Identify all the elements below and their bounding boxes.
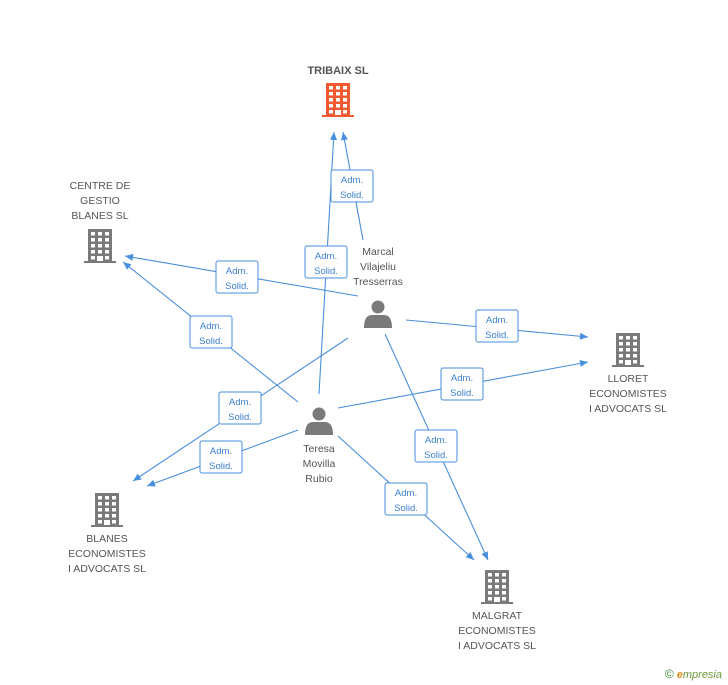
edge-label-text: Solid.	[228, 412, 252, 423]
edge-label-text: Adm.	[395, 488, 417, 499]
arrowhead-icon	[481, 551, 488, 560]
edge-label-frame	[199, 440, 243, 474]
edge-label-text: Adm.	[451, 373, 473, 384]
node-label: Tresserras	[353, 276, 403, 288]
edge-label-text: Solid.	[314, 266, 338, 277]
node-label: Movilla	[303, 458, 336, 470]
node-label: I ADVOCATS SL	[68, 563, 146, 575]
edge-label-box[interactable]: Adm. Solid.	[218, 391, 262, 425]
node-label: Rubio	[305, 473, 333, 485]
arrowhead-icon	[330, 132, 338, 141]
arrowhead-icon	[125, 253, 134, 261]
arrowhead-icon	[465, 552, 474, 560]
edge-label-text: Adm.	[315, 251, 337, 262]
node-label: TRIBAIX SL	[307, 65, 368, 77]
node-label: Teresa	[303, 443, 335, 455]
edge-label-frame	[330, 169, 374, 203]
edge-label-box[interactable]: Adm. Solid.	[215, 260, 259, 294]
arrowhead-icon	[579, 360, 588, 367]
building-icon	[612, 333, 644, 367]
edge-label-text: Adm.	[200, 321, 222, 332]
node-label: ECONOMISTES	[68, 548, 146, 560]
node-label: Vilajeliu	[360, 261, 396, 273]
arrowhead-icon	[579, 332, 588, 340]
edge-label-box[interactable]: Adm. Solid.	[189, 315, 233, 349]
edge-label-text: Adm.	[229, 397, 251, 408]
edge-label-frame	[475, 309, 519, 343]
nodes-layer: TRIBAIX SL CENTRE DE GESTIO BLANES SL LLORET…	[68, 65, 667, 652]
edge-label-frame	[215, 260, 259, 294]
brand-initial: e	[676, 669, 683, 681]
node-lloret[interactable]: LLORET ECONOMISTES I ADVOCATS SL	[589, 333, 667, 415]
edge-label-text: Adm.	[341, 175, 363, 186]
node-tribaix[interactable]: TRIBAIX SL	[307, 65, 369, 117]
edge-label-box[interactable]: Adm. Solid.	[440, 367, 484, 401]
node-blanes[interactable]: BLANES ECONOMISTES I ADVOCATS SL	[68, 493, 146, 575]
edge-label-text: Adm.	[226, 266, 248, 277]
brand-name: mpresia	[682, 669, 722, 681]
node-label: LLORET	[608, 373, 649, 385]
person-icon	[305, 407, 333, 435]
edge-label-text: Solid.	[225, 281, 249, 292]
node-label: ECONOMISTES	[458, 625, 536, 637]
edge-label-text: Solid.	[485, 330, 509, 341]
edge-label-text: Adm.	[425, 435, 447, 446]
edge-label-frame	[384, 482, 428, 516]
node-label: ECONOMISTES	[589, 388, 667, 400]
edge-label-box[interactable]: Adm. Solid.	[414, 429, 458, 463]
node-label: GESTIO	[80, 195, 120, 207]
edge-label-frame	[189, 315, 233, 349]
node-label: BLANES	[86, 533, 127, 545]
arrowhead-icon	[147, 479, 156, 487]
edge-label-text: Solid.	[340, 190, 364, 201]
edge-label-text: Solid.	[424, 450, 448, 461]
edge-label-frame	[218, 391, 262, 425]
person-icon	[364, 300, 392, 328]
edge-label-frame	[440, 367, 484, 401]
building-icon	[481, 570, 513, 604]
edge-label-text: Adm.	[210, 446, 232, 457]
edge-label-box[interactable]: Adm. Solid.	[475, 309, 519, 343]
edge-label-text: Solid.	[199, 336, 223, 347]
edge-label-box[interactable]: Adm. Solid.	[330, 169, 374, 203]
edge-label-box[interactable]: Adm. Solid.	[384, 482, 428, 516]
node-label: BLANES SL	[71, 210, 128, 222]
copyright-symbol: ©	[664, 667, 674, 681]
node-label: I ADVOCATS SL	[589, 403, 667, 415]
building-icon	[84, 229, 116, 263]
edge-label-text: Adm.	[486, 315, 508, 326]
edge-label-text: Solid.	[209, 461, 233, 472]
edge-label-text: Solid.	[394, 503, 418, 514]
footer-brand[interactable]: ©empresia	[665, 667, 722, 681]
edge-label-text: Solid.	[450, 388, 474, 399]
building-icon	[322, 83, 354, 117]
arrowhead-icon	[133, 473, 142, 481]
node-label: I ADVOCATS SL	[458, 640, 536, 652]
node-malgrat[interactable]: MALGRAT ECONOMISTES I ADVOCATS SL	[458, 570, 536, 652]
node-centre[interactable]: CENTRE DE GESTIO BLANES SL	[70, 180, 131, 263]
node-label: MALGRAT	[472, 610, 523, 622]
node-label: Marcal	[362, 246, 394, 258]
arrowhead-icon	[341, 132, 348, 141]
building-icon	[91, 493, 123, 527]
edge-label-box[interactable]: Adm. Solid.	[199, 440, 243, 474]
edge-label-frame	[414, 429, 458, 463]
edge-label-box[interactable]: Adm. Solid.	[304, 245, 348, 279]
edge-label-frame	[304, 245, 348, 279]
edge-labels-layer: Adm. Solid. Adm. Solid. Adm. Solid. Adm. Solid.…	[189, 169, 519, 516]
arrowhead-icon	[123, 262, 132, 270]
node-label: CENTRE DE	[70, 180, 131, 192]
